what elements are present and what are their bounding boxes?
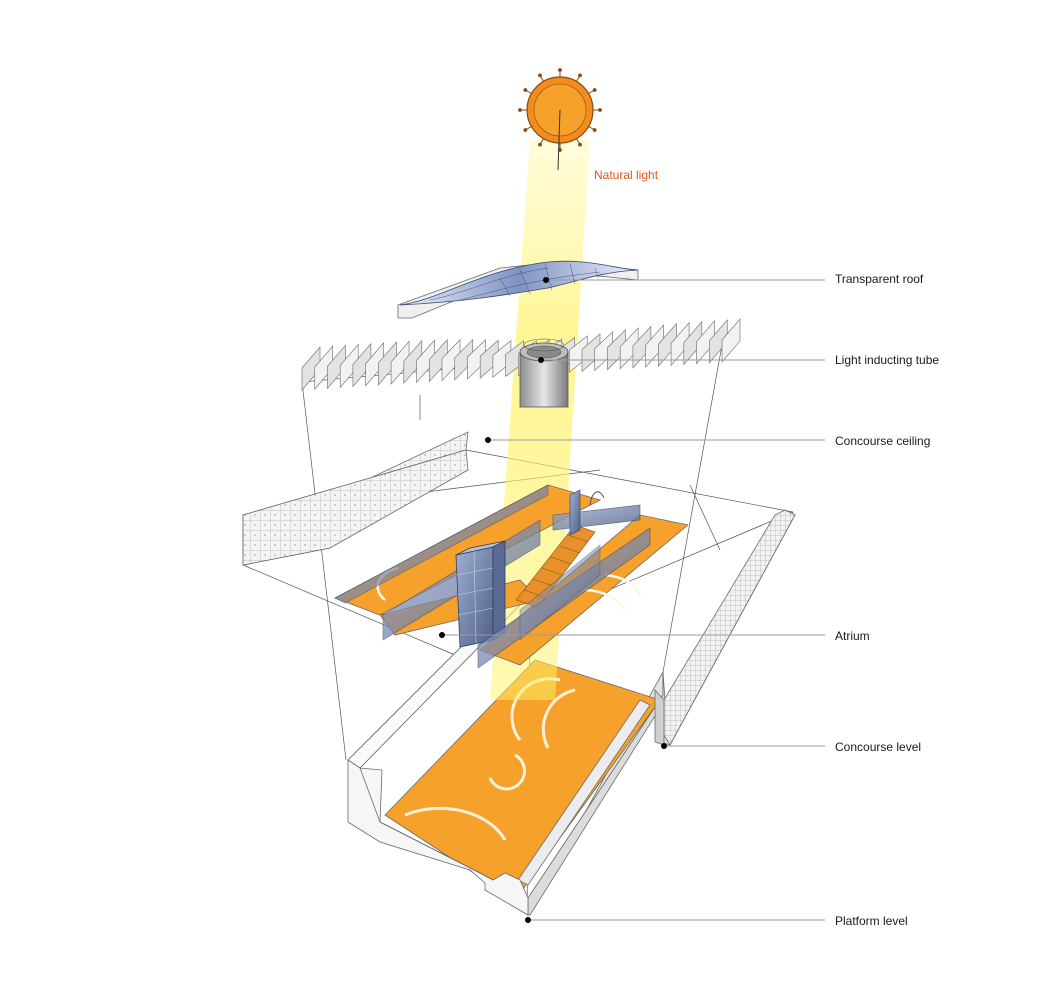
sun-ray-tip: [599, 109, 602, 112]
ceiling-marker: [485, 437, 491, 443]
label-atrium: Atrium: [835, 629, 870, 643]
sun-ray-tip: [579, 74, 582, 77]
sun-ray-tip: [593, 129, 596, 132]
label-light-inducting-tube: Light inducting tube: [835, 353, 939, 367]
sun-ray-tip: [559, 69, 562, 72]
light-inducting-tube: [520, 339, 568, 407]
sun-ray-tip: [524, 89, 527, 92]
label-transparent-roof: Transparent roof: [835, 272, 924, 286]
label-concourse-level: Concourse level: [835, 740, 921, 754]
roof-marker: [543, 277, 549, 283]
sun-ray-tip: [593, 89, 596, 92]
sun-ray-tip: [539, 143, 542, 146]
concourse-side-panel: [655, 510, 795, 745]
atrium-level: [243, 432, 688, 668]
tube-marker: [538, 357, 544, 363]
natural-light-label: Natural light: [594, 168, 659, 182]
sun-ray-tip: [579, 143, 582, 146]
platform-marker: [525, 917, 531, 923]
label-concourse-ceiling: Concourse ceiling: [835, 434, 930, 448]
sun-ray-tip: [519, 109, 522, 112]
sun-ray-tip: [539, 74, 542, 77]
label-platform-level: Platform level: [835, 914, 908, 928]
sun-ray-tip: [524, 129, 527, 132]
atrium-marker: [439, 632, 445, 638]
concourse-marker: [661, 743, 667, 749]
